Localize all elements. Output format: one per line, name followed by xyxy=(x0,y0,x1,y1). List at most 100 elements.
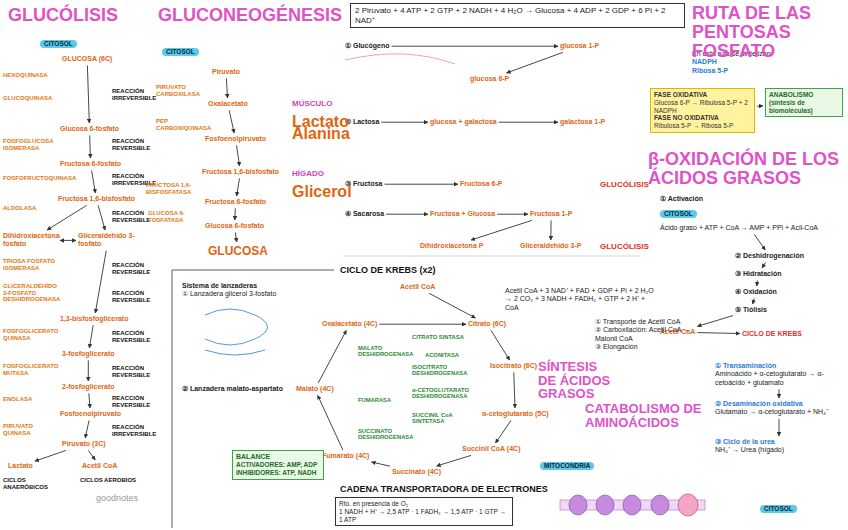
metabolite: 1,3-bisfosfoglicerato xyxy=(60,315,128,323)
node-text: ② Deshidrogenación xyxy=(735,252,804,260)
node-text: 2 Piruvato + 4 ATP + 2 GTP + 2 NADH + 4 … xyxy=(355,6,680,25)
connector-arrow xyxy=(753,298,755,304)
label-text: FOSFOGLICERATO QUINASA xyxy=(3,328,59,341)
node-text: (síntesis de biomoléculas) xyxy=(769,99,839,115)
sugar-step: ④ Sacarosa xyxy=(345,210,384,218)
label-text: TRIOSA FOSFATO ISOMERASA xyxy=(3,258,58,271)
connector-arrow xyxy=(756,280,758,286)
label-text: PIRUVATO QUINASA xyxy=(3,423,58,436)
label-text: FOSFOGLUCOSA ISOMERASA xyxy=(3,138,58,151)
node-text: Fructosa 6-P xyxy=(460,180,502,188)
connector-arrow xyxy=(379,324,466,325)
node-text: Succinil CoA (4C) xyxy=(462,445,520,453)
node-text: Fumarato (4C) xyxy=(322,452,369,460)
label-text: SUCCINATO DESHIDROGENASA xyxy=(358,428,410,441)
node-text: α-cetoglutarato (5C) xyxy=(482,410,549,418)
node-text: GLUCOSA (6C) xyxy=(62,55,112,63)
metabolite: glucosa 6-P xyxy=(470,75,509,83)
node-text: Lactato xyxy=(8,462,33,470)
metabolite: Dihidroxiacetona P xyxy=(420,242,483,250)
connector-arrow xyxy=(697,316,733,327)
metabolite: Fosfoenolpiruvato xyxy=(205,135,266,143)
node-text: CICLO DE KREBS xyxy=(742,330,802,338)
metabolite: Oxalacetato xyxy=(208,100,248,108)
connector-arrow xyxy=(550,220,551,240)
connector-arrow xyxy=(491,330,510,360)
label-text: FUMARASA xyxy=(358,397,391,403)
node-text: 1,3-bisfosfoglicerato xyxy=(60,315,128,323)
node-text: glucosa 6-P xyxy=(470,75,509,83)
node-text: Dihidroxiacetona P xyxy=(420,242,483,250)
label-text: Glicerol xyxy=(292,183,352,201)
metabolite: Piruvato xyxy=(212,68,240,76)
pink-curve xyxy=(345,54,455,64)
node-text: Fructosa 6-fosfato xyxy=(205,198,266,206)
node-text: Fructosa 1,6-bisfosfato xyxy=(202,168,279,176)
label-text: CICLOS ANAERÓBICOS xyxy=(3,477,65,490)
equation-text: Acetil CoA + 3 NAD⁺ + FAD + GDP + Pi + 2… xyxy=(505,287,655,312)
metabolite: glucosa + galactosa xyxy=(430,118,497,126)
node-text: ③ Ciclo de la urea xyxy=(715,438,843,446)
connector-arrow xyxy=(372,462,391,466)
node-text: ① Activación xyxy=(660,195,703,203)
metabolite: Fructosa 1-P xyxy=(530,210,572,218)
region-tag: CITOSOL xyxy=(660,210,697,218)
metabolite: Oxalacetato (4C) xyxy=(322,320,377,328)
metabolite: Gliceraldehído 3-fosfato xyxy=(78,232,138,249)
shuttle-sketch xyxy=(205,309,268,355)
connector-arrow xyxy=(497,214,528,215)
metabolite: Piruvato (3C) xyxy=(62,440,106,448)
label-text: REACCIÓN REVERSIBLE xyxy=(112,262,156,275)
node-text: ④ Sacarosa xyxy=(345,210,384,218)
node-text: ③ Elongación xyxy=(595,343,710,351)
connector-arrow xyxy=(35,450,66,461)
node-text: Glutamato → α-cetoglutarato + NH₄⁺ xyxy=(715,408,843,416)
label-text: HÍGADO xyxy=(292,170,324,179)
step-title: ⑤ Tiólisis xyxy=(735,306,767,314)
metabolite: Fosfoenolpiruvato xyxy=(60,410,121,418)
label-text: PIRUVATO CARBOXILASA xyxy=(156,84,204,97)
step-title: ① Activación xyxy=(660,195,703,203)
node-text: 2-fosfoglicerato xyxy=(62,383,115,391)
label-text: GLICERALDEHÍDO 3-FOSFATO DESHIDROGENASA xyxy=(3,283,59,303)
connector-arrow xyxy=(87,65,89,123)
connector-arrow xyxy=(226,78,227,98)
node-text: Citrato (6C) xyxy=(468,320,506,328)
cycle-link: CICLO DE KREBS xyxy=(742,330,802,338)
node-text: Rto. en presencia de O₂ xyxy=(339,500,509,508)
step-title: ② Deshidrogenación xyxy=(735,252,804,260)
metabolite: Acetil CoA xyxy=(82,462,117,470)
connector-arrow xyxy=(92,170,96,193)
connector-arrow xyxy=(779,419,780,436)
connector-arrow xyxy=(471,220,532,240)
metabolite: Succinil CoA (4C) xyxy=(462,445,520,453)
metabolite: Malato (4C) xyxy=(296,385,334,393)
connector-arrow xyxy=(237,178,240,196)
metabolite: Fructosa 6-fosfato xyxy=(60,160,121,168)
anabolism-box: ANABOLISMO(síntesis de biomoléculas) xyxy=(765,88,843,117)
metabolite: glucosa 1-P xyxy=(560,42,599,50)
node-text: ④ Oxidación xyxy=(735,288,777,296)
label-text: GLUCOQUINASA xyxy=(3,95,58,102)
label-text: MALATO DESHIDROGENASA xyxy=(358,345,408,358)
node-text: Glucosa 6-P → Ribulosa 5-P + 2 NADPH xyxy=(654,99,751,115)
section-heading: RUTA DE LAS PENTOSAS FOSFATO xyxy=(692,4,842,61)
region-tag: CITOSOL xyxy=(760,505,797,513)
connector-arrow xyxy=(98,205,105,230)
node-text: Acetil CoA + 3 NAD⁺ + FAD + GDP + Pi + 2… xyxy=(505,287,655,312)
node-text: Oxalacetato (4C) xyxy=(322,320,377,328)
node-text: CITOSOL xyxy=(166,48,195,56)
connector-arrow xyxy=(499,122,558,123)
node-text: Malato (4C) xyxy=(296,385,334,393)
label-text: GLUCÓLISIS xyxy=(600,181,649,190)
metabolite: 3-fosfoglicerato xyxy=(62,350,115,358)
connector-arrow xyxy=(697,332,740,334)
divider-line xyxy=(345,256,640,257)
frame-line xyxy=(172,270,334,528)
label-text: GLUCÓLISIS xyxy=(600,243,649,252)
node-text: Glucosa 6-fosfato xyxy=(205,222,264,230)
label-text: ISOCITRATO DESHIDROGENASA xyxy=(412,364,474,377)
metabolite: α-cetoglutarato (5C) xyxy=(482,410,549,418)
label-text: REACCIÓN REVERSIBLE xyxy=(112,290,156,303)
